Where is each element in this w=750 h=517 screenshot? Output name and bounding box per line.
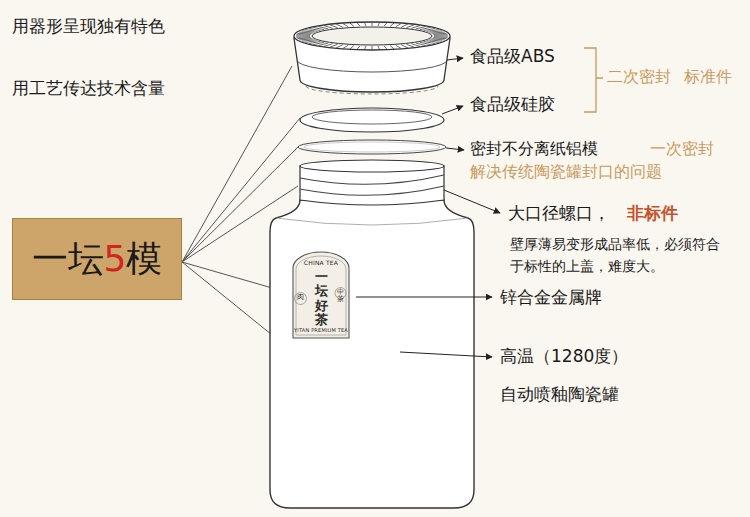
highlight-note: 非标件 [627, 203, 678, 223]
metal-badge: CHINA TEA 一坛好茶 肉 中茶 YITAN PREMIUM TEA [290, 250, 352, 342]
knurl-line [330, 25, 338, 28]
lid-top [294, 22, 450, 50]
knurl-line [299, 32, 312, 33]
knurl-line [296, 34, 310, 35]
badge-brand: CHINA TEA [290, 260, 352, 267]
part-label: 食品级ABS [470, 46, 555, 66]
knurl-line [434, 36, 448, 37]
knurl-line [396, 24, 401, 27]
jar-shoulder [276, 218, 468, 225]
part-label: 大口径螺口， [508, 203, 610, 223]
box-title: 一坛5模 [32, 237, 163, 280]
knurl-line [336, 24, 343, 27]
feature-box: 一坛5模 [12, 218, 182, 300]
slogan-text: 用器形呈现独有特色 [12, 16, 165, 36]
knurl-line [433, 33, 447, 35]
knurl-line [330, 44, 338, 47]
knurl-line [336, 45, 343, 48]
knurl-line [406, 25, 414, 28]
knurl-line [411, 44, 420, 47]
knurl-line [390, 23, 394, 26]
badge-name: 一坛好茶 [315, 270, 328, 327]
slogan-text: 用工艺传达技术含量 [12, 78, 165, 98]
knurl-line [431, 32, 444, 33]
description-text: 壁厚薄易变形成品率低，必须符合于标性的上盖，难度大。 [510, 233, 732, 278]
part-label: 锌合金金属牌 [500, 287, 602, 307]
silicone-gasket [300, 108, 444, 132]
knurl-line [378, 46, 379, 49]
badge-seal: 中茶 [337, 289, 344, 304]
knurl-line [297, 37, 311, 39]
jar-mouth [300, 160, 444, 172]
badge-seal-circle [295, 293, 307, 305]
lid-band [297, 60, 447, 72]
part-label: 食品级硅胶 [470, 94, 555, 114]
knurl-line [396, 45, 401, 48]
knurl-line [384, 46, 387, 49]
knurl-line [343, 45, 348, 48]
knurl-line [406, 44, 414, 47]
lid-inner-thread [306, 86, 438, 94]
group-bracket [584, 48, 603, 112]
knurl-line [434, 34, 448, 35]
knurl-line [431, 39, 444, 40]
knurl-line [357, 46, 360, 49]
badge-seal: 肉 [297, 294, 304, 302]
knurl-line [357, 23, 360, 26]
part-label: 自动喷釉陶瓷罐 [500, 384, 619, 404]
knurl-line [324, 26, 333, 29]
badge-subtitle: YITAN PREMIUM TEA [290, 328, 352, 334]
knurl-line [401, 45, 408, 48]
knurl-line [372, 46, 373, 50]
knurl-line [365, 23, 366, 26]
group-note: 标准件 [684, 67, 732, 86]
feature-note: 一次密封 [650, 139, 714, 158]
knurl-line [350, 23, 354, 26]
knurl-line [299, 39, 312, 40]
knurl-line [401, 24, 408, 27]
knurl-line [429, 31, 442, 32]
group-note: 二次密封 [607, 67, 671, 86]
knurl-line [365, 46, 366, 49]
knurl-line [372, 23, 373, 27]
knurl-line [378, 23, 379, 26]
silicone-gasket-inner [312, 110, 432, 124]
knurl-line [350, 46, 354, 49]
knurl-line [434, 36, 448, 37]
part-label: 高温（1280度） [500, 346, 628, 366]
knurl-line [302, 40, 315, 41]
part-label: 密封不分离纸铝模 [470, 139, 598, 158]
knurl-line [343, 24, 348, 27]
badge-inner-outline [296, 256, 346, 335]
foil-seal [298, 140, 446, 154]
screw-thread [300, 175, 444, 195]
feature-note: 解决传统陶瓷罐封口的问题 [470, 162, 662, 181]
foil-seal-inner [304, 142, 440, 152]
knurl-line [390, 46, 394, 49]
knurl-line [384, 23, 387, 26]
knurl-line [296, 36, 310, 37]
lid-knurling [296, 23, 448, 50]
knurl-line [296, 36, 310, 37]
lid-top-center [312, 27, 432, 45]
